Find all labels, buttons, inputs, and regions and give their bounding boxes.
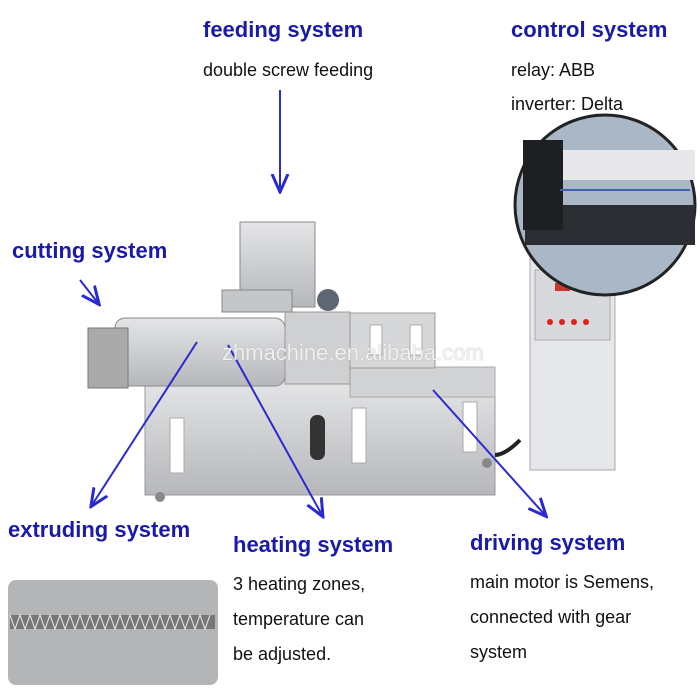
heating-title: heating system bbox=[233, 532, 394, 557]
feeding-line: double screw feeding bbox=[203, 60, 374, 80]
extruding-arrow bbox=[92, 341, 198, 505]
control-title: control system bbox=[511, 17, 668, 42]
heating-line: be adjusted. bbox=[233, 644, 332, 664]
heating-arrow bbox=[227, 344, 322, 515]
driving-line: main motor is Semens, bbox=[470, 572, 655, 592]
feeding-title: feeding system bbox=[203, 17, 364, 42]
watermark: zhmachine.en.alibaba.com bbox=[222, 340, 484, 365]
screw-inset bbox=[8, 580, 218, 685]
driving-title: driving system bbox=[470, 530, 626, 555]
extruder-barrel bbox=[87, 311, 436, 389]
heating-line: 3 heating zones, bbox=[233, 574, 366, 594]
control-panel-inset bbox=[513, 113, 697, 297]
machine-base bbox=[144, 366, 496, 502]
driving-arrow bbox=[432, 389, 545, 515]
driving-line: connected with gear bbox=[470, 607, 632, 627]
cutting-title: cutting system bbox=[12, 238, 168, 263]
driving-line: system bbox=[470, 642, 528, 662]
callout-arrows bbox=[79, 90, 545, 515]
cutting-arrow bbox=[79, 279, 98, 303]
control-line: relay: ABB bbox=[511, 60, 596, 80]
extruding-title: extruding system bbox=[8, 517, 191, 542]
control-line: inverter: Delta bbox=[511, 94, 624, 114]
feeder-hopper bbox=[221, 221, 339, 313]
heating-line: temperature can bbox=[233, 609, 365, 629]
